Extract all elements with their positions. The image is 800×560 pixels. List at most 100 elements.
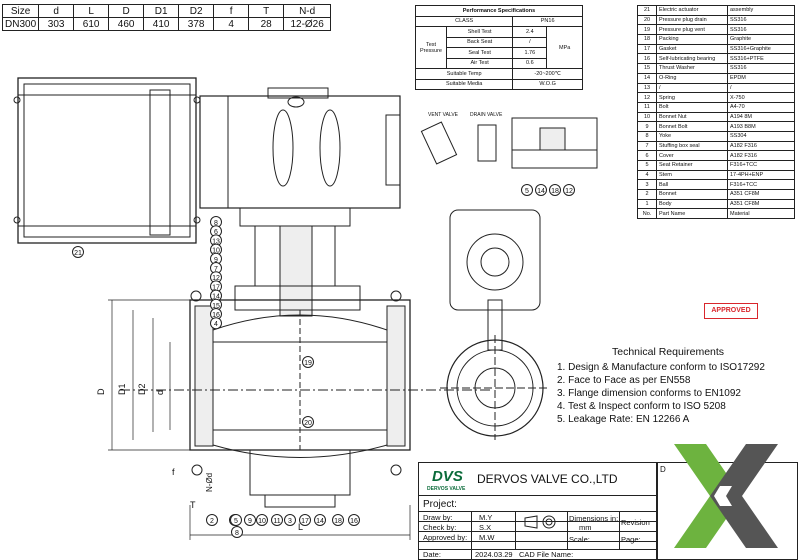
callout-number: 17	[212, 284, 220, 291]
callout-number: 18	[334, 518, 342, 525]
callout-number: 5	[525, 188, 529, 195]
test-pressure-label: Test Pressure	[415, 26, 447, 69]
callout-number: 9	[214, 257, 218, 264]
projection-symbol-icon	[524, 515, 556, 529]
draw-by-value: M.Y	[479, 513, 493, 522]
callout-number: 8	[235, 530, 239, 537]
media-value: W.O.G	[512, 78, 583, 90]
callout-circle	[314, 514, 326, 526]
callout-number: 10	[212, 248, 220, 255]
callout-circle	[210, 317, 222, 330]
page-label: Page:	[621, 535, 641, 544]
callout-circle	[332, 514, 344, 526]
yoke	[234, 207, 361, 317]
check-by-label: Check by:	[423, 523, 457, 532]
vent-valve-label: VENT VALVE	[428, 112, 459, 118]
dim-value: 12-Ø26	[283, 17, 332, 31]
valve-body	[120, 290, 490, 508]
callout-number: 21	[74, 250, 82, 257]
callout-circle	[206, 514, 218, 526]
callout-number: 10	[258, 518, 266, 525]
dimension-lines	[108, 299, 411, 540]
requirement-item: 1. Design & Manufacture conform to ISO17…	[557, 362, 765, 373]
callout-number: 16	[212, 312, 220, 319]
media-label: Suitable Media	[414, 78, 514, 90]
brand-x-icon	[674, 444, 778, 548]
dimension-header-row: Size d L D D1 D2 f T N-d	[1, 4, 332, 18]
project-label: Project:	[423, 499, 457, 510]
callout-number: 20	[304, 420, 312, 427]
callout-number: 8	[214, 220, 218, 227]
approved-by-label: Approved by:	[423, 533, 468, 542]
dim-Nd-label: N-Ød	[205, 473, 214, 492]
draw-by-label: Draw by:	[423, 513, 453, 522]
check-by-value: S.X	[479, 523, 492, 532]
dimension-table: Size d L D D1 D2 f T N-d DN300 303 610 4…	[1, 4, 332, 31]
callout-circle	[535, 184, 547, 196]
drain-valve-label: DRAIN VALVE	[470, 112, 503, 118]
callout-circle	[549, 184, 561, 196]
callout-number: 9	[248, 518, 252, 525]
pressure-unit: MPa	[546, 26, 583, 69]
callout-circle	[284, 514, 296, 526]
revision-label: Revision	[621, 518, 650, 527]
callout-circle	[563, 184, 575, 196]
company-logo: DVS	[432, 468, 463, 485]
top-view	[449, 209, 541, 351]
callout-number: 4	[214, 321, 218, 328]
dimensions-label: Dimensions in:	[569, 514, 619, 523]
dimension-value-row: DN300 303 610 460 410 378 4 28 12-Ø26	[1, 17, 332, 31]
seat-detail	[511, 117, 598, 169]
dim-d-label: d	[155, 390, 165, 395]
requirement-item: 2. Face to Face as per EN558	[557, 375, 691, 386]
dim-f-label: f	[172, 467, 175, 477]
dim-D-label: D	[96, 388, 106, 395]
callout-circle	[230, 514, 242, 526]
flange-view	[440, 335, 550, 440]
callout-circle	[256, 514, 268, 526]
parts-footer-material: Material	[727, 208, 795, 220]
performance-table: Performance Specifications CLASS PN16 Te…	[414, 5, 583, 90]
cad-file-label: CAD File Name:	[519, 550, 574, 559]
callout-number: 18	[551, 188, 559, 195]
callout-number: 13	[212, 238, 220, 245]
callout-circle	[521, 184, 533, 196]
dim-D1-label: D1	[117, 383, 127, 395]
requirement-item: 4. Test & Inspect conform to ISO 5208	[557, 401, 726, 412]
callout-circle	[72, 246, 84, 258]
approved-stamp: APPROVED	[704, 303, 758, 319]
callout-circle	[244, 514, 256, 526]
date-value: 2024.03.29	[475, 550, 513, 559]
callout-number: 11	[273, 518, 280, 525]
dimensions-value: mm	[579, 523, 592, 532]
callout-group: 8613109712171415164218910113171418165514…	[72, 184, 575, 538]
callout-circle	[231, 526, 243, 538]
callout-number: 14	[537, 188, 545, 195]
callout-circle	[302, 356, 314, 368]
callout-number: 6	[214, 229, 218, 236]
callout-number: 5	[234, 518, 238, 525]
requirement-item: 3. Flange dimension conforms to EN1092	[557, 388, 741, 399]
callout-number: 19	[304, 360, 312, 367]
vent-drain-valves	[420, 121, 497, 165]
company-name: DERVOS VALVE CO.,LTD	[477, 472, 618, 486]
callout-number: 7	[214, 266, 218, 273]
date-label: Date:	[423, 550, 441, 559]
company-logo-sub: DERVOS VALVE	[427, 486, 466, 492]
callout-number: 12	[212, 275, 220, 282]
callout-number: 3	[288, 518, 292, 525]
approved-by-value: M.W	[479, 533, 495, 542]
dim-D2-label: D2	[137, 383, 147, 395]
revision-corner-label: D	[660, 465, 666, 474]
callout-circle	[348, 514, 360, 526]
callout-number: 15	[212, 303, 220, 310]
actuator	[13, 77, 401, 244]
title-block: Project: Draw by: M.Y Check by: S.X Appr…	[418, 462, 658, 560]
callout-number: 17	[301, 518, 309, 525]
dim-T-label: T	[190, 500, 196, 510]
